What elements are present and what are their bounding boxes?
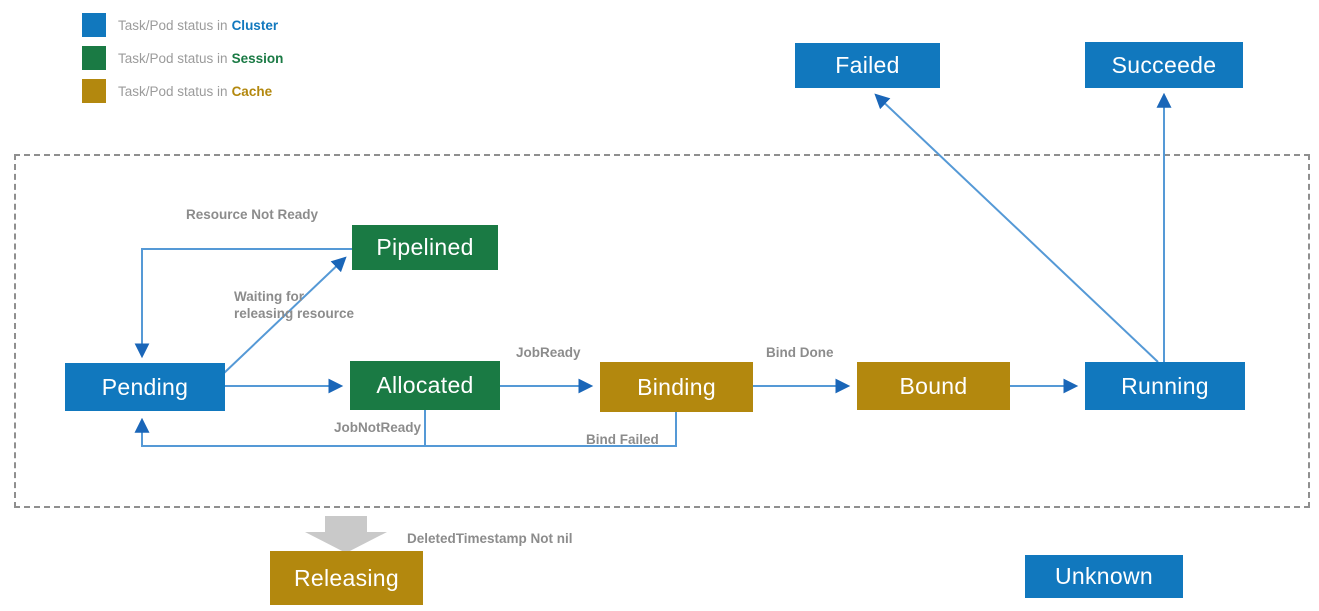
state-releasing: Releasing xyxy=(270,551,423,605)
legend-prefix: Task/Pod status in xyxy=(118,83,228,99)
edge-label-waiting-for-releasing: Waiting for releasing resource xyxy=(234,289,355,321)
state-unknown: Unknown xyxy=(1025,555,1183,598)
state-label: Succeede xyxy=(1111,51,1217,78)
legend-prefix: Task/Pod status in xyxy=(118,50,228,66)
state-label: Failed xyxy=(835,52,900,78)
edge-label-deleted-timestamp: DeletedTimestamp Not nil xyxy=(407,531,573,546)
cluster-color-swatch xyxy=(82,13,106,37)
edge-label-bind-failed: Bind Failed xyxy=(586,432,659,447)
legend-prefix: Task/Pod status in xyxy=(118,17,228,33)
state-label: Unknown xyxy=(1055,563,1153,589)
state-label: Allocated xyxy=(376,372,474,398)
legend-scope-cluster: Cluster xyxy=(231,17,279,33)
state-running: Running xyxy=(1085,362,1245,410)
session-color-swatch xyxy=(82,46,106,70)
block-arrow-to-releasing xyxy=(305,516,387,553)
edge-label-job-ready: JobReady xyxy=(516,345,581,360)
cluster-boundary-box xyxy=(14,154,1310,508)
cache-color-swatch xyxy=(82,79,106,103)
state-bound: Bound xyxy=(857,362,1010,410)
edge-label-resource-not-ready: Resource Not Ready xyxy=(186,207,319,222)
legend-scope-session: Session xyxy=(231,50,284,66)
state-pending: Pending xyxy=(65,363,225,411)
state-failed: Failed xyxy=(795,43,940,88)
legend-scope-cache: Cache xyxy=(231,83,273,99)
state-binding: Binding xyxy=(600,362,753,412)
state-label: Running xyxy=(1121,372,1209,399)
state-pipelined: Pipelined xyxy=(352,225,498,270)
state-label: Bound xyxy=(899,372,968,399)
state-label: Pipelined xyxy=(376,234,474,260)
state-label: Pending xyxy=(101,373,189,400)
state-label: Binding xyxy=(637,373,716,400)
state-label: Releasing xyxy=(294,564,399,591)
state-allocated: Allocated xyxy=(350,361,500,410)
state-succeede: Succeede xyxy=(1085,42,1243,88)
edge-label-bind-done: Bind Done xyxy=(766,345,834,360)
edge-label-job-not-ready: JobNotReady xyxy=(333,420,421,435)
